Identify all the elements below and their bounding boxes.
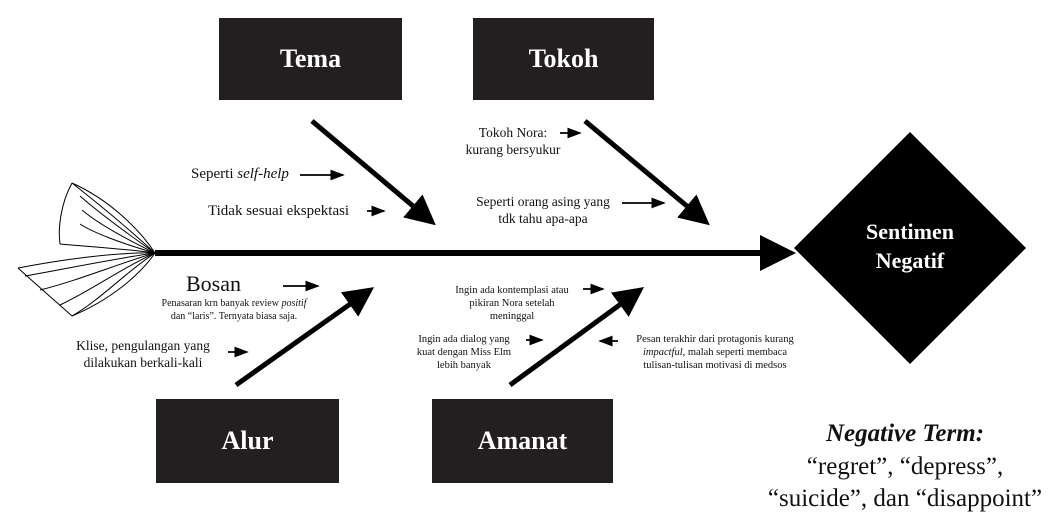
category-box-tokoh: Tokoh [473,18,654,100]
bone-tema [310,119,436,226]
category-box-alur: Alur [156,399,339,483]
cause-amanat-3: Pesan terakhir dari protagonis kurang im… [636,334,794,372]
effect-label: Sentimen Negatif [866,219,954,273]
category-label: Tokoh [528,44,599,73]
negative-term-title: Negative Term: [825,420,985,447]
cause-tokoh-1: Tokoh Nora: kurang bersyukur [465,125,561,157]
bone-tokoh [583,119,710,226]
cause-tokoh-2: Seperti orang asing yang tdk tahu apa-ap… [476,194,610,226]
category-box-amanat: Amanat [432,399,613,483]
cause-amanat-1: Ingin ada kontemplasi atau pikiran Nora … [455,285,569,323]
cause-alur-bosan: Bosan [186,271,241,296]
negative-term-block: Negative Term: “regret”, “depress”, “sui… [756,418,1054,516]
cause-alur-3: Klise, pengulangan yang dilakukan berkal… [76,338,210,370]
cause-tema-2: Tidak sesuai ekspektasi [208,203,350,219]
negative-term-line: “regret”, “depress”, [806,452,1004,480]
category-label: Alur [221,426,274,455]
bone-alur [234,287,375,388]
category-label: Tema [279,44,342,73]
cause-alur-2: Penasaran krn banyak review positif dan … [161,298,307,322]
category-label: Amanat [477,426,568,455]
cause-amanat-2: Ingin ada dialog yang kuat dengan Miss E… [416,334,512,372]
effect-diamond [794,132,1026,364]
cause-tema-1: Seperti self-help [191,166,289,182]
fish-tail-icon [17,182,156,317]
category-box-tema: Tema [219,18,402,100]
negative-term-line: “suicide”, dan “disappoint” [767,485,1043,512]
bone-amanat [508,287,645,388]
